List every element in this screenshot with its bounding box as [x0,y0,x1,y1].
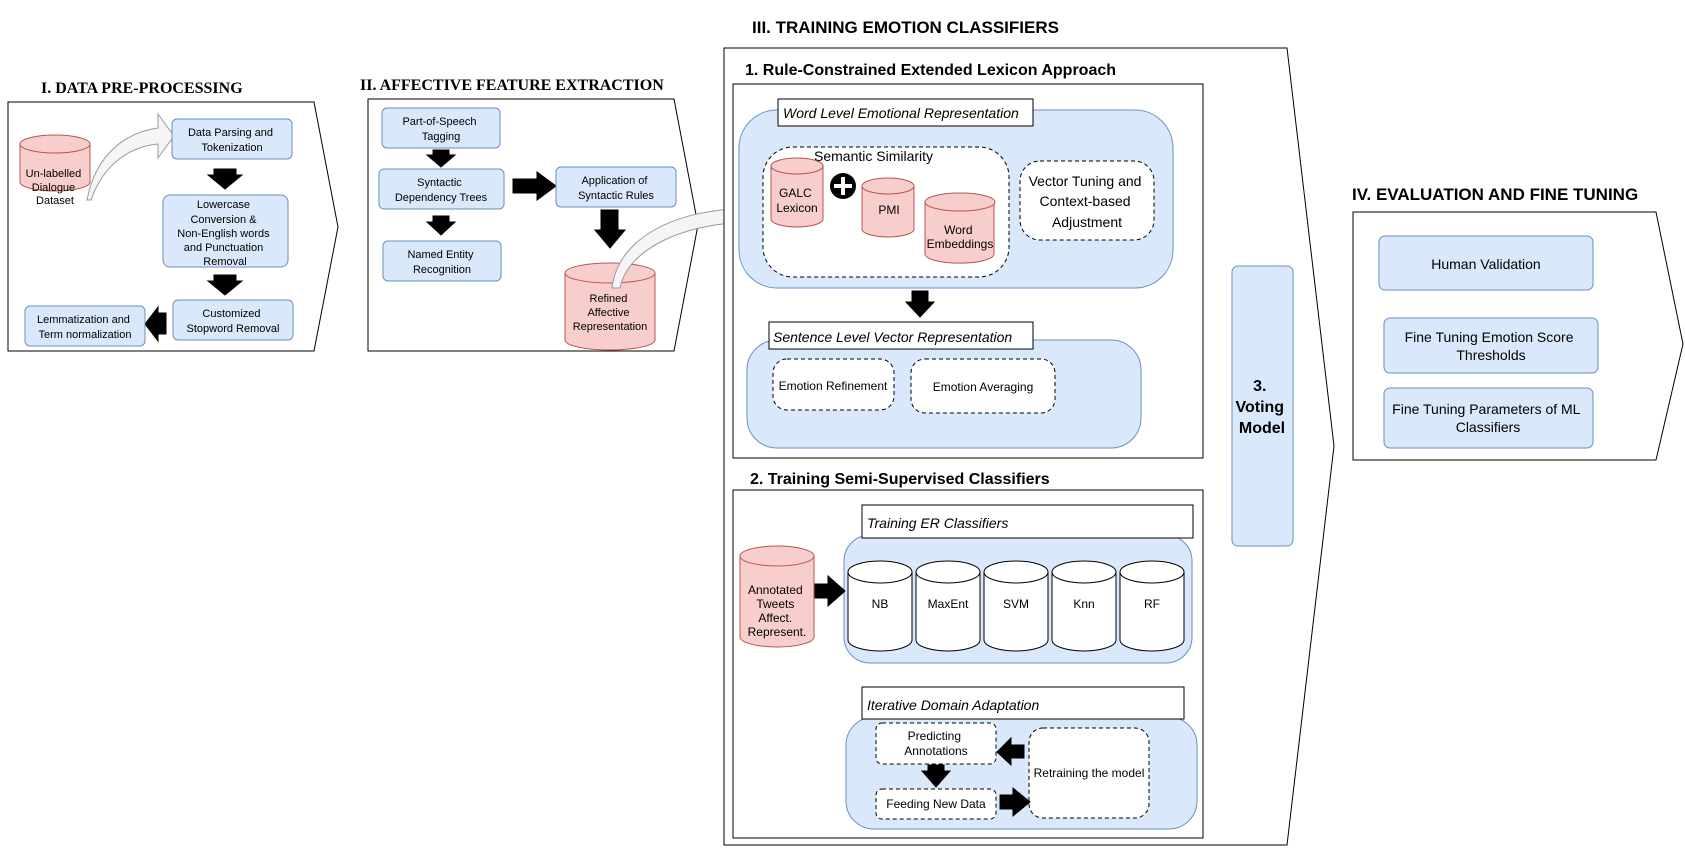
lemmatization-box [24,305,146,347]
galc-lexicon-cylinder: GALC Lexicon [770,157,824,228]
vector-tuning-label: Vector Tuning and Context-based Adjustme… [1029,173,1146,230]
down-arrow [425,215,457,236]
thresholds-box [1383,317,1599,374]
down-arrow [593,209,627,249]
predicting-annotations-label: Predicting Annotations [904,729,967,758]
classifier-cylinder-knn: Knn [1051,560,1117,652]
right-arrow [814,574,846,608]
data-parsing-label: Data Parsing and Tokenization [188,127,276,154]
human-validation-label: Human Validation [1431,256,1540,272]
down-arrow [206,168,244,190]
plus-icon [830,173,856,199]
unlabelled-dataset-cylinder: Un-labelled Dialogue Dataset [19,134,91,207]
emotion-averaging-box [910,358,1056,414]
stopword-label: Customized Stopword Removal [187,308,280,335]
classifier-cylinder-svm: SVM [983,560,1049,652]
pmi-cylinder: PMI [861,177,915,238]
syntactic-rules-box [555,166,677,208]
pmi-label: PMI [878,203,899,217]
ner-label: Named Entity Recognition [407,249,476,276]
retraining-model-label: Retraining the model [1034,766,1145,780]
data-parsing-box [171,118,293,160]
lowercase-box [162,194,289,268]
emotion-averaging-label: Emotion Averaging [933,380,1034,394]
vector-tuning-box [1019,160,1155,241]
section-title-preprocessing: I. DATA PRE-PROCESSING [41,80,243,97]
sentence-level-title: Sentence Level Vector Representation [773,329,1012,345]
classifier-cylinders: NB MaxEnt SVM Knn RF [847,560,1185,652]
section-title-training: III. TRAINING EMOTION CLASSIFIERS [752,18,1059,37]
refined-representation-cylinder: Refined Affective Representation [564,262,656,351]
human-validation-box [1378,235,1594,291]
down-arrow [920,764,952,788]
feeding-new-data-label: Feeding New Data [886,797,986,811]
classifier-label: NB [872,597,889,611]
down-arrow [904,290,936,318]
classifier-cylinder-rf: RF [1119,560,1185,652]
training-er-title: Training ER Classifiers [867,515,1008,531]
training-er-header [861,504,1194,539]
sentence-level-header [768,321,1034,350]
classifier-cylinder-nb: NB [847,560,913,652]
right-arrow [999,786,1031,818]
pos-tagging-box [381,107,501,149]
left-arrow [996,736,1025,767]
semi-supervised-title: 2. Training Semi-Supervised Classifiers [750,471,1050,488]
iterative-title: Iterative Domain Adaptation [867,697,1039,713]
stopword-box [172,299,294,341]
predicting-annotations-box [875,722,997,765]
ner-box [382,240,502,282]
annotated-tweets-label: Annotated Tweets Affect. Represent. [748,583,807,639]
lemmatization-label: Lemmatization and Term normalization [37,314,133,341]
word-embeddings-label: Word Embeddings [927,223,994,251]
down-arrow [206,274,244,296]
lowercase-label: Lowercase Conversion & Non-English words… [177,199,272,268]
syntactic-rules-label: Application of Syntactic Rules [578,175,654,202]
thresholds-label: Fine Tuning Emotion Score Thresholds [1405,329,1578,363]
semantic-similarity-label: Semantic Similarity [814,148,933,164]
ml-parameters-label: Fine Tuning Parameters of ML Classifiers [1392,401,1584,435]
ml-parameters-box [1383,387,1594,449]
classifier-label: MaxEnt [928,597,969,611]
feeding-new-data-box [875,788,997,820]
word-level-title: Word Level Emotional Representation [783,105,1019,121]
galc-lexicon-label: GALC Lexicon [776,186,817,215]
retraining-model-box [1028,727,1150,819]
section-title-affective: II. AFFECTIVE FEATURE EXTRACTION [360,77,664,94]
dataset-label: Un-labelled Dialogue Dataset [26,168,85,207]
word-embeddings-cylinder: Word Embeddings [924,192,996,264]
down-arrow [425,149,457,168]
section-title-evaluation: IV. EVALUATION AND FINE TUNING [1352,185,1638,204]
classifier-label: Knn [1073,597,1094,611]
emotion-refinement-box [772,358,895,411]
iterative-header [861,686,1185,720]
right-arrow [512,171,557,201]
refined-representation-label: Refined Affective Representation [573,293,648,333]
emotion-refinement-label: Emotion Refinement [779,379,888,393]
classifier-label: SVM [1003,597,1029,611]
voting-model-box [1231,265,1294,547]
lexicon-approach-title: 1. Rule-Constrained Extended Lexicon App… [745,62,1116,79]
voting-model-label: 3. Voting Model [1235,378,1288,437]
dependency-trees-label: Syntactic Dependency Trees [395,177,488,204]
word-level-header [777,98,1034,127]
left-arrow [144,305,167,343]
pos-tagging-label: Part-of-Speech Tagging [402,116,479,143]
classifier-cylinder-maxent: MaxEnt [915,560,981,652]
dependency-trees-box [378,168,505,210]
classifier-label: RF [1144,597,1160,611]
annotated-tweets-cylinder: Annotated Tweets Affect. Represent. [739,545,815,648]
